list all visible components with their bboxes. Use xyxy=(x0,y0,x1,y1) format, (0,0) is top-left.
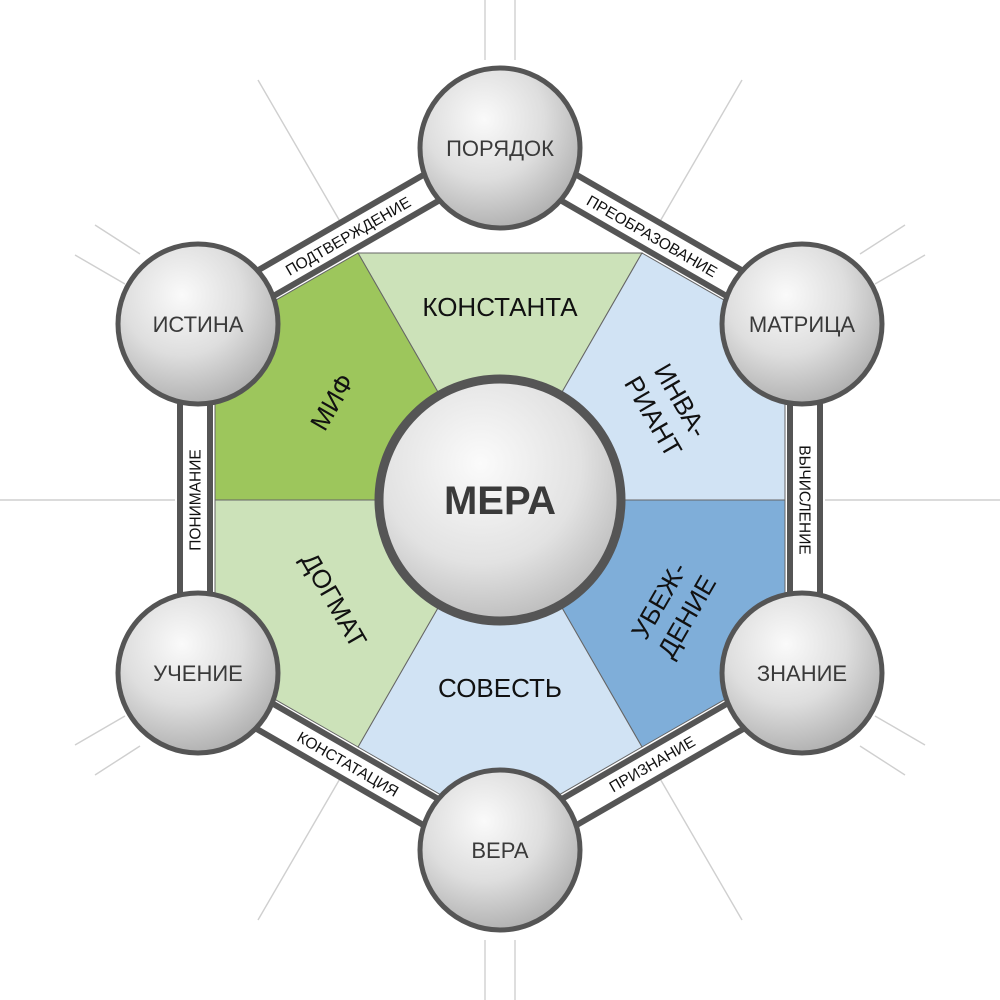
node-label-top: ПОРЯДОК xyxy=(446,136,554,161)
node-top: ПОРЯДОК xyxy=(417,65,583,231)
edge-label-left: ПОНИМАНИЕ xyxy=(188,449,205,550)
node-upper-left: ИСТИНА xyxy=(115,241,281,407)
center-label: МЕРА xyxy=(444,479,556,523)
node-label-lower-right: ЗНАНИЕ xyxy=(757,661,847,686)
node-upper-right: МАТРИЦА xyxy=(719,241,885,407)
node-label-upper-left: ИСТИНА xyxy=(153,312,244,337)
sector-label-top: КОНСТАНТА xyxy=(422,292,578,322)
center-node: МЕРА xyxy=(374,374,626,626)
node-lower-right: ЗНАНИЕ xyxy=(719,590,885,756)
node-label-lower-left: УЧЕНИЕ xyxy=(153,661,243,686)
edge-label-right: ВЫЧИСЛЕНИЕ xyxy=(796,445,813,554)
node-label-bottom: ВЕРА xyxy=(471,838,529,863)
node-bottom: ВЕРА xyxy=(417,767,583,933)
node-lower-left: УЧЕНИЕ xyxy=(115,590,281,756)
node-label-upper-right: МАТРИЦА xyxy=(749,312,855,337)
sector-label-bottom: СОВЕСТЬ xyxy=(438,673,562,703)
